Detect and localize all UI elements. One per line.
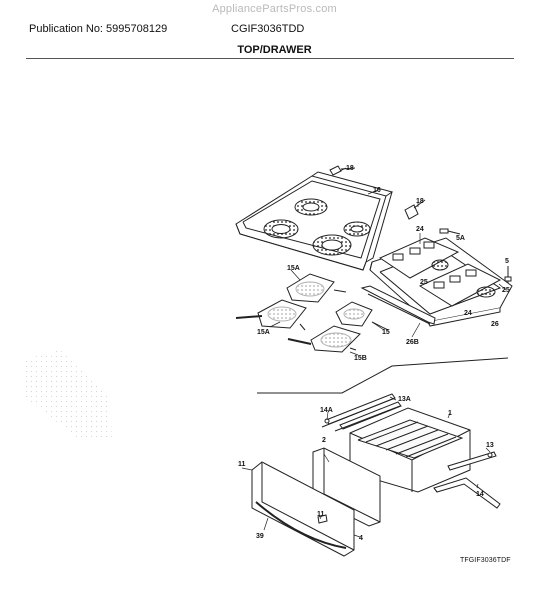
section-divider-line <box>257 357 509 394</box>
drawer-slide-13 <box>447 451 497 471</box>
drawer-outer-panel-39 <box>251 461 355 557</box>
label-18-right: 18 <box>416 198 424 205</box>
watermark-text: AppliancePartsPros.com <box>212 3 337 15</box>
drawer-slide-14 <box>433 477 501 509</box>
label-14: 14 <box>476 491 484 498</box>
label-26: 26 <box>491 321 499 328</box>
label-14A: 14A <box>320 407 333 414</box>
label-2: 2 <box>322 437 326 444</box>
radiant-element-15A-top <box>286 273 347 303</box>
model-number: CGIF3036TDD <box>231 23 305 35</box>
radiant-element-15B <box>287 325 361 353</box>
drawer-rail-13A <box>334 401 402 432</box>
label-15A-top: 15A <box>287 265 300 272</box>
radiant-element-15A-left <box>235 299 307 331</box>
radiant-element-15 <box>335 301 389 331</box>
label-24-upper: 24 <box>416 226 424 233</box>
label-5A: 5A <box>456 235 465 242</box>
burner-elements <box>263 198 371 256</box>
label-5: 5 <box>505 258 509 265</box>
leader-lines <box>241 167 507 538</box>
infinite-switch-24-upper <box>378 237 460 279</box>
clip-18-top <box>329 165 356 176</box>
cooktop-glass-16 <box>235 171 394 271</box>
label-15B: 15B <box>354 355 367 362</box>
drawing-code: TFGIF3036TDF <box>460 557 511 564</box>
label-18-top: 18 <box>346 165 354 172</box>
connector-5A <box>439 228 461 235</box>
label-25-right: 25 <box>502 287 510 294</box>
label-11-lower: 11 <box>317 511 325 518</box>
label-11-left: 11 <box>238 461 246 468</box>
label-39: 39 <box>256 533 264 540</box>
label-15A-left: 15A <box>257 329 270 336</box>
label-1: 1 <box>448 410 452 417</box>
drawer-body-1 <box>349 407 471 493</box>
label-25-left: 25 <box>420 279 428 286</box>
label-15: 15 <box>382 329 390 336</box>
label-13A: 13A <box>398 396 411 403</box>
publication-number: Publication No: 5995708129 <box>29 23 168 35</box>
label-4: 4 <box>359 535 363 542</box>
clip-18-right <box>404 199 426 220</box>
label-26B: 26B <box>406 339 419 346</box>
section-title: TOP/DRAWER <box>237 44 312 56</box>
bracket-26B <box>360 285 436 325</box>
label-16: 16 <box>373 187 381 194</box>
header-divider <box>26 58 514 59</box>
drawer-rail-14A <box>321 393 396 428</box>
infinite-switch-24-lower <box>418 263 502 307</box>
label-13: 13 <box>486 442 494 449</box>
label-24-lower: 24 <box>464 310 472 317</box>
faint-scan-artifact <box>22 350 112 440</box>
